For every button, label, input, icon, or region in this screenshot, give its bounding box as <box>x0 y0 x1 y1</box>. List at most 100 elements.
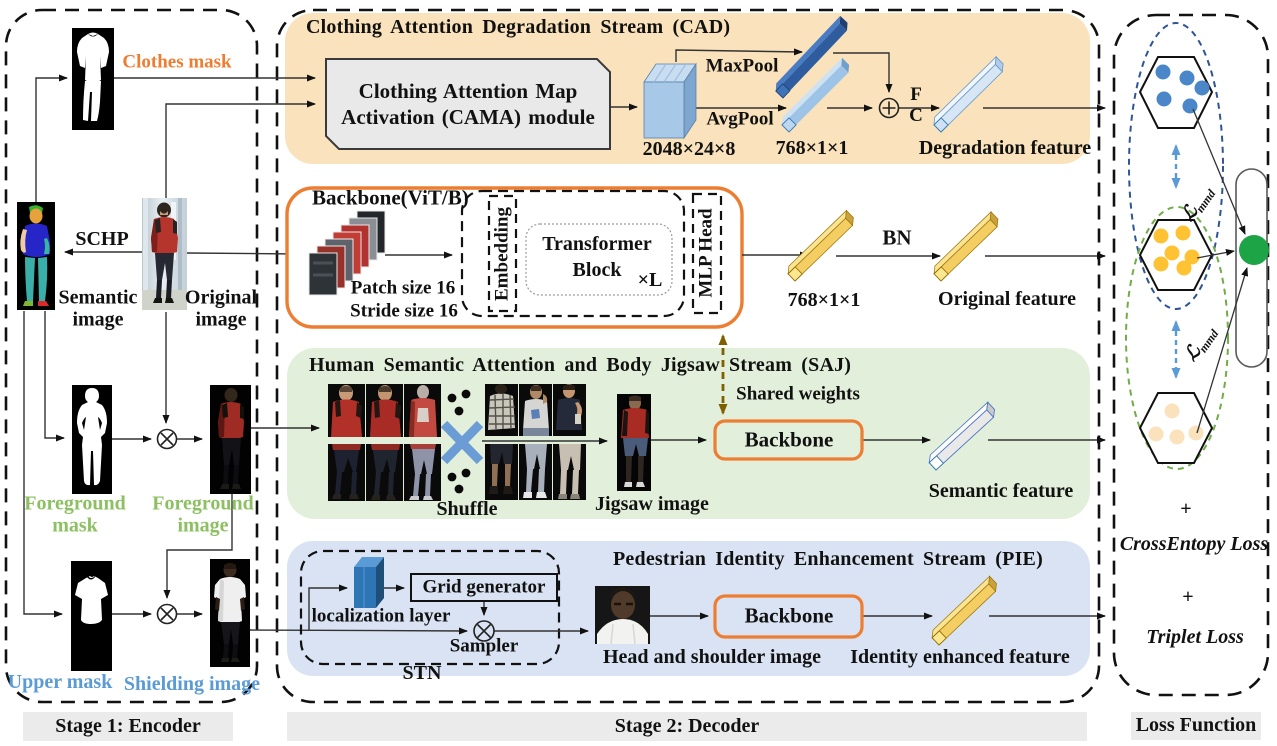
vit-vector-dim-label: 768×1×1 <box>787 289 861 312</box>
saj-backbone-box <box>713 419 864 461</box>
cad-connectors <box>610 48 1106 112</box>
stage2-footer-bar <box>287 712 1087 741</box>
saj-backbone-label: Backbone <box>744 427 834 452</box>
loss-connectors <box>1192 108 1249 434</box>
stage2-border <box>275 8 1101 704</box>
original-feature-label: Original feature <box>938 288 1076 311</box>
head-shoulder-image <box>595 586 650 645</box>
shuffle-cross <box>440 420 484 465</box>
triplet-loss-label: Triplet Loss <box>1146 626 1244 649</box>
cama-module-box <box>325 58 611 150</box>
semantic-image-label: Semantic image <box>58 286 138 330</box>
pie-backbone-label: Backbone <box>744 603 834 628</box>
stride-size-label: Stride size 16 <box>350 300 458 322</box>
shared-weights-label: Shared weights <box>736 383 860 405</box>
identity-feature-label: Identity enhanced feature <box>850 646 1070 669</box>
embedding-box <box>487 194 518 313</box>
embedding-label: Embedding <box>491 207 513 301</box>
original-feature-bar <box>933 210 999 282</box>
stage1-footer-label: Stage 1: Encoder <box>55 715 201 738</box>
stage1-connectors <box>23 74 468 635</box>
mmd-group-green <box>1125 206 1229 470</box>
avgpool-label: AvgPool <box>706 108 774 130</box>
patch-stack <box>308 210 386 296</box>
tensor-dim-label: 2048×24×8 <box>642 138 736 161</box>
plus-1: + <box>1180 498 1192 521</box>
fusion-capsule <box>1235 168 1268 368</box>
cad-vector-dim-label: 768×1×1 <box>775 137 849 160</box>
vit-vector-bar <box>787 209 854 282</box>
shuffle-dots <box>447 389 471 494</box>
loss-footer-label: Loss Function <box>1135 714 1257 737</box>
plus-2: + <box>1182 586 1194 609</box>
pie-connectors <box>308 584 1106 635</box>
feature-space-degradation <box>1138 56 1214 129</box>
loss-footer-bar <box>1131 712 1261 740</box>
cross-entropy-label: CrossEntopy Loss <box>1119 533 1269 556</box>
foreground-mask-label: Foreground mask <box>24 492 126 536</box>
transformer-block-label: Transformer Block <box>542 233 652 281</box>
clothes-mask-image <box>72 28 114 130</box>
saj-title: Human Semantic Attention and Body Jigsaw… <box>309 354 852 377</box>
patch-grid-original <box>328 384 441 501</box>
feature-space-semantic <box>1138 392 1214 464</box>
feature-space-original <box>1138 219 1214 291</box>
pie-backbone-box <box>713 594 864 639</box>
mlp-head-label: MLP Head <box>695 208 717 298</box>
grid-generator-box <box>410 573 558 602</box>
foreground-image <box>210 385 251 494</box>
head-shoulder-label: Head and shoulder image <box>603 646 821 669</box>
foreground-image-label: Foreground image <box>152 492 254 536</box>
avgpool-bar <box>781 57 850 133</box>
identity-feature-bar <box>931 575 997 646</box>
cad-tensor-box <box>643 62 697 140</box>
add-node-fc <box>878 97 900 119</box>
degradation-feature-bar <box>933 55 1004 133</box>
maxpool-bar <box>775 15 848 99</box>
shielding-image <box>210 559 250 667</box>
loss-border <box>1112 13 1270 697</box>
stage1-border <box>4 8 259 704</box>
jigsaw-image-label: Jigsaw image <box>595 493 709 516</box>
transformer-box <box>525 223 673 296</box>
patch-grid-shuffled <box>485 384 586 500</box>
semantic-image <box>17 202 55 310</box>
semantic-feature-label: Semantic feature <box>928 480 1074 503</box>
fusion-node <box>1239 235 1269 265</box>
stn-label: STN <box>402 662 442 685</box>
shuffle-label: Shuffle <box>436 498 498 521</box>
pie-title: Pedestrian Identity Enhancement Stream (… <box>613 548 1043 571</box>
shielding-image-label: Shielding image <box>123 673 261 696</box>
stage2-footer-label: Stage 2: Decoder <box>614 715 760 738</box>
multiply-node-shielding <box>156 603 178 625</box>
sampler-node <box>473 620 495 642</box>
multiply-node-foreground <box>156 428 178 450</box>
patch-size-label: Patch size 16 <box>350 277 456 299</box>
bn-label: BN <box>882 225 912 250</box>
semantic-feature-bar <box>928 401 995 471</box>
schp-label: SCHP <box>75 228 129 251</box>
fc-label: F C <box>909 84 923 126</box>
cama-module-label: Clothing Attention Map Activation (CAMA)… <box>341 78 595 129</box>
jigsaw-image <box>617 394 651 491</box>
vit-connectors <box>385 251 1106 260</box>
grid-generator-label: Grid generator <box>422 576 546 598</box>
clothes-mask-label: Clothes mask <box>122 51 232 73</box>
degradation-feature-label: Degradation feature <box>918 137 1092 160</box>
upper-mask-label: Upper mask <box>7 671 113 694</box>
vit-title: Backbone(ViT/B) <box>312 185 469 210</box>
mmd-group-blue <box>1128 22 1224 310</box>
foreground-mask-image <box>72 385 112 494</box>
localization-box <box>354 557 384 608</box>
localization-layer-label: localization layer <box>311 605 451 627</box>
cad-title: Clothing Attention Degradation Stream (C… <box>306 16 731 39</box>
original-image-label: Original image <box>184 286 258 330</box>
maxpool-label: MaxPool <box>705 55 779 77</box>
original-image <box>142 198 187 310</box>
vit-inner-dashed <box>460 189 686 318</box>
saj-connectors <box>482 436 1106 445</box>
stage1-footer-bar <box>23 712 233 741</box>
upper-mask-image <box>71 561 112 671</box>
